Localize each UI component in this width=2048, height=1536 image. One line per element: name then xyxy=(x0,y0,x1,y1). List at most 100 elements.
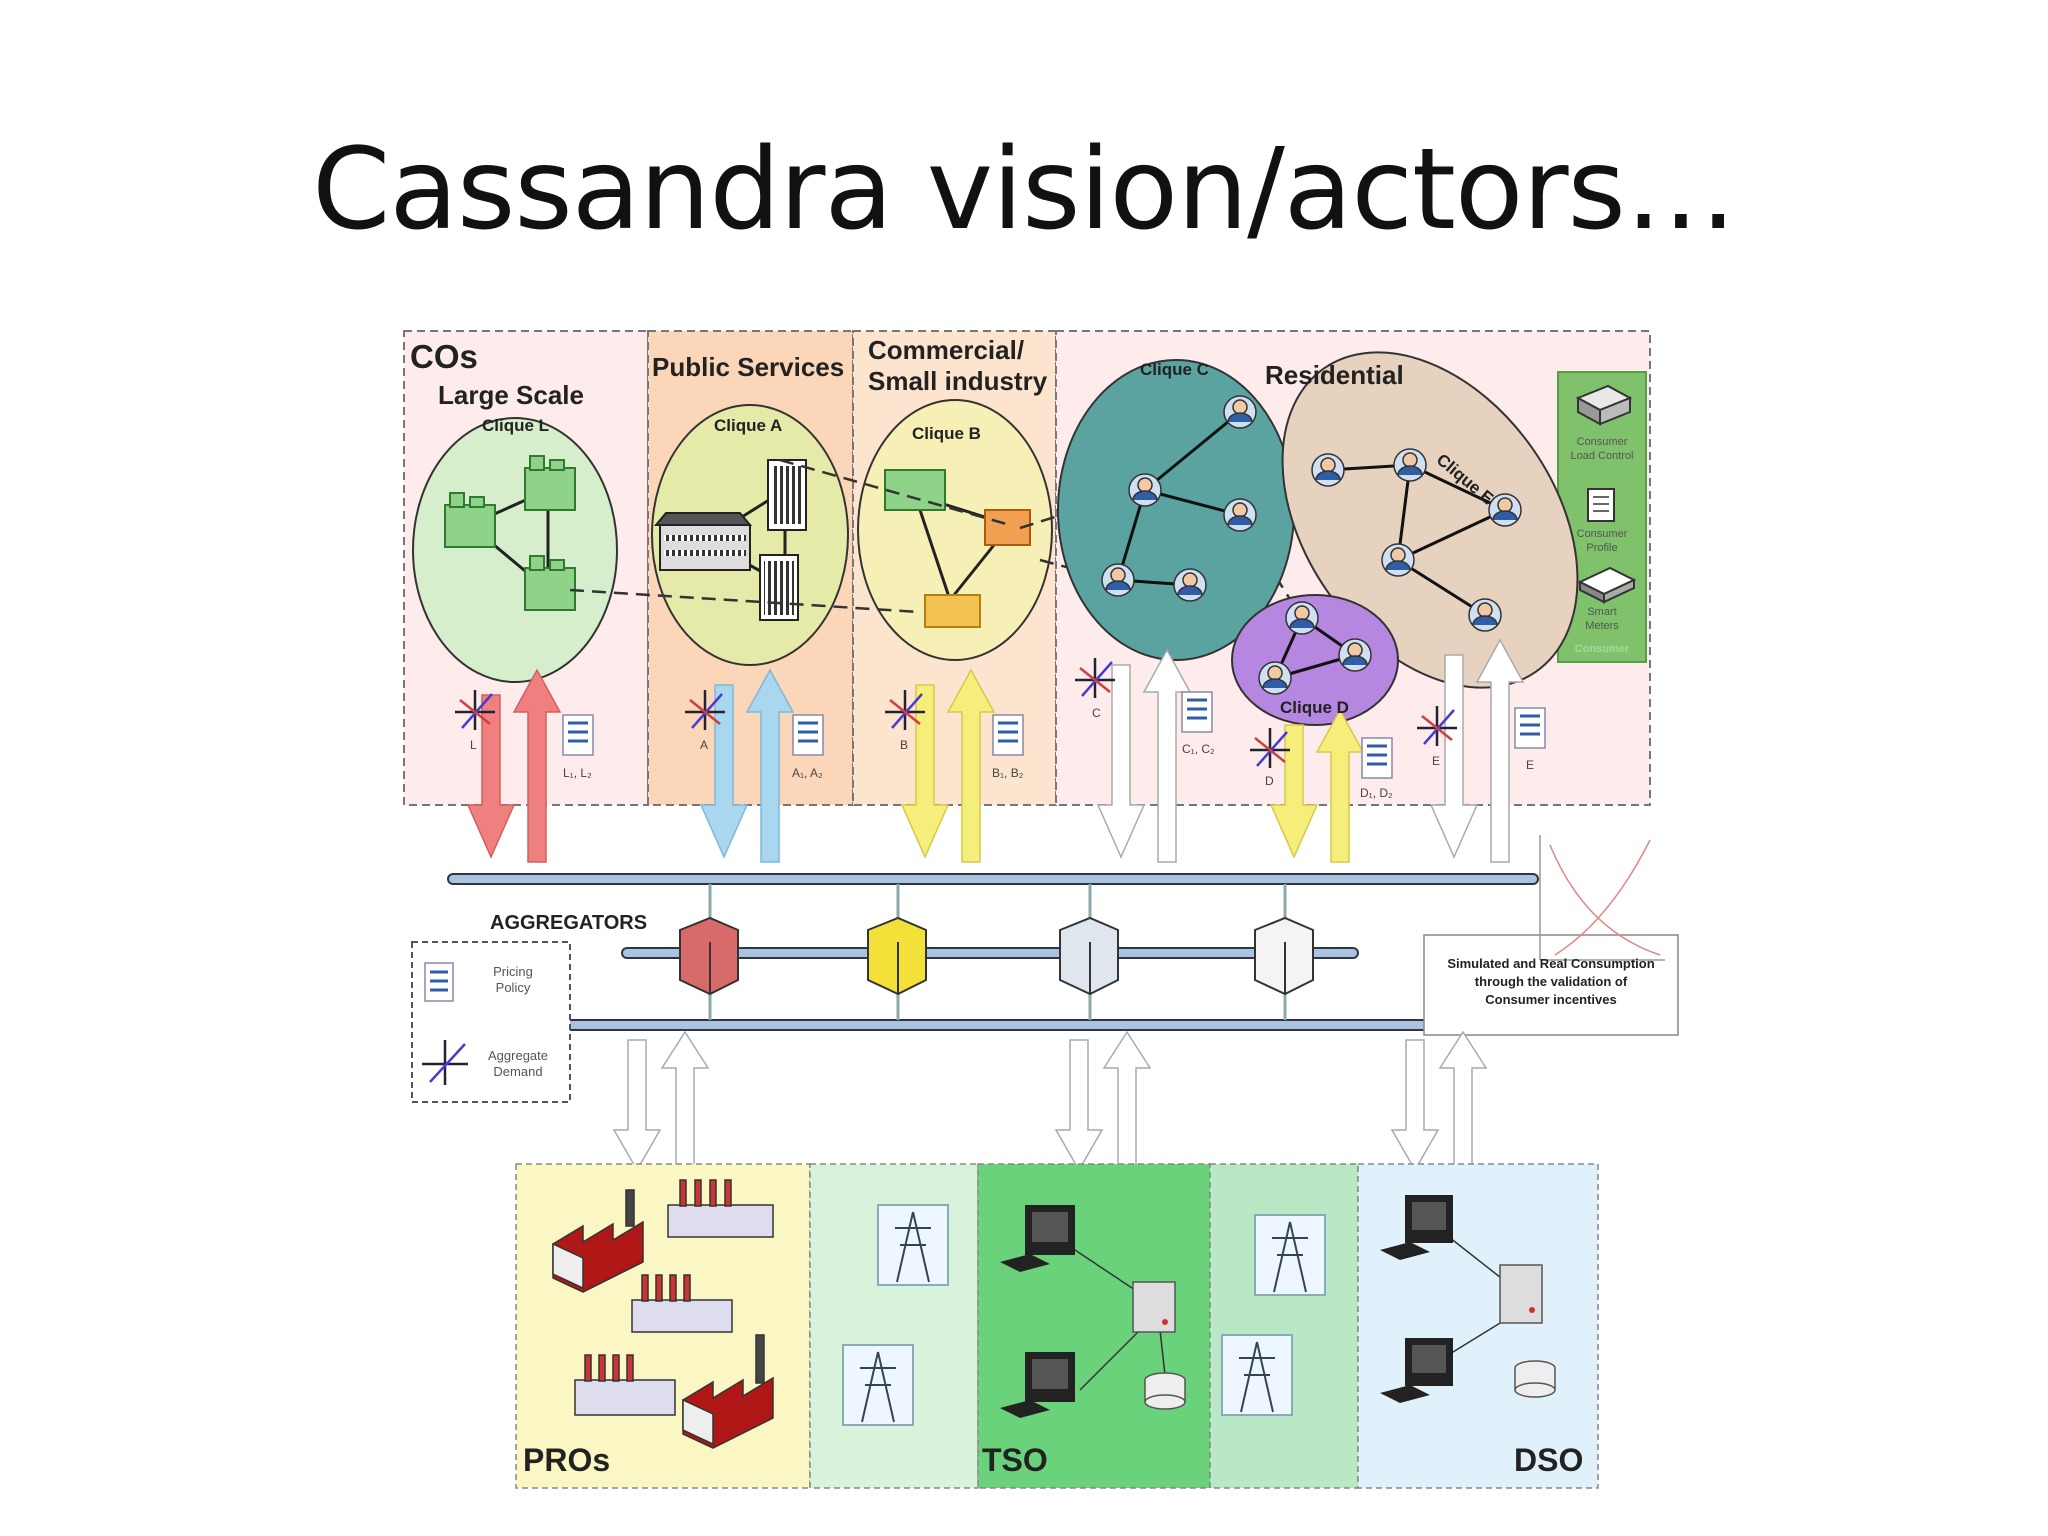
pylon-icons xyxy=(842,1204,1326,1426)
flow-arrows-top xyxy=(466,638,1525,863)
symbol-label-e2: E xyxy=(1526,758,1535,772)
arrow-up-white xyxy=(1142,648,1192,863)
label-commercial-1: Commercial/ xyxy=(868,335,1025,365)
aggregator-buses xyxy=(447,873,1541,1031)
symbol-label-d: D xyxy=(1265,774,1274,788)
legend-demand-1: Aggregate xyxy=(488,1048,548,1063)
arrow-up-white xyxy=(1102,1030,1152,1169)
database-icon xyxy=(1144,1372,1186,1410)
legend-demand-icon xyxy=(422,1040,468,1085)
label-meters-2: Meters xyxy=(1585,620,1619,632)
aggregator-server-white xyxy=(1254,916,1314,996)
arrow-down-yellow xyxy=(1269,724,1319,859)
clique-l xyxy=(412,417,618,683)
pros-factories xyxy=(552,1179,774,1449)
bottom-panels xyxy=(515,1163,1599,1489)
arrow-up-yellow xyxy=(1315,708,1365,863)
arrow-up-yellow xyxy=(946,668,996,863)
store-icon xyxy=(924,594,981,628)
power-plant-icon xyxy=(631,1274,733,1333)
server-icon xyxy=(1499,1264,1543,1324)
slide-title: Cassandra vision/actors… xyxy=(312,125,1737,255)
arrow-up-white xyxy=(660,1030,710,1169)
label-public-services: Public Services xyxy=(652,352,845,382)
label-consumer-footer: Consumer xyxy=(1574,643,1630,655)
demand-icon xyxy=(1417,706,1457,746)
person-icon xyxy=(1488,493,1522,527)
label-clique-b: Clique B xyxy=(912,424,981,443)
symbol-label-b-pair: B₁, B₂ xyxy=(992,766,1024,780)
label-clique-l: Clique L xyxy=(482,416,550,435)
aggregator-server-grey xyxy=(1059,916,1119,996)
symbol-label-c: C xyxy=(1092,706,1101,720)
server-icon xyxy=(1132,1281,1176,1333)
label-profile-2: Profile xyxy=(1586,542,1618,554)
legend-pricing-icon xyxy=(424,962,454,1002)
computer-icon xyxy=(1000,1205,1075,1272)
symbol-label-a: A xyxy=(700,738,709,752)
factory-red-icon xyxy=(682,1334,774,1449)
profile-icon xyxy=(1587,488,1615,522)
person-icon xyxy=(1173,568,1207,602)
aggregator-server-yellow xyxy=(867,916,927,996)
clique-a xyxy=(651,404,849,666)
arrow-up-blue xyxy=(745,668,795,863)
arrow-down-blue xyxy=(699,684,749,859)
simulation-note-line2: through the validation of xyxy=(1474,974,1628,989)
label-profile-1: Consumer xyxy=(1576,528,1628,540)
simulation-note-box xyxy=(1423,934,1679,1036)
bus-top xyxy=(447,873,1539,885)
person-icon xyxy=(1468,598,1502,632)
factory-red-icon xyxy=(552,1189,644,1293)
symbol-label-b: B xyxy=(900,738,909,752)
label-residential: Residential xyxy=(1265,360,1404,390)
pricing-doc-icon xyxy=(792,714,824,756)
person-icon xyxy=(1128,473,1162,507)
arrow-up-white xyxy=(1438,1030,1488,1169)
person-icon xyxy=(1338,638,1372,672)
dso-panel xyxy=(1357,1163,1599,1489)
person-icon xyxy=(1285,601,1319,635)
label-load-control-1: Consumer xyxy=(1576,436,1628,448)
aggregator-server-red xyxy=(679,916,739,996)
aggregate-demand-icons xyxy=(455,658,1457,768)
office-building-icon xyxy=(653,512,753,571)
pricing-doc-icon xyxy=(992,714,1024,756)
symbol-label-l-pair: L₁, L₂ xyxy=(563,766,592,780)
label-dso: DSO xyxy=(1514,1442,1584,1478)
legend-demand-2: Demand xyxy=(493,1064,543,1079)
label-tso: TSO xyxy=(982,1442,1048,1478)
label-pros: PROs xyxy=(523,1442,611,1478)
label-aggregators: AGGREGATORS xyxy=(490,912,648,934)
tso-network xyxy=(1000,1205,1186,1418)
aggregator-servers xyxy=(679,916,1314,996)
legend-pricing-2: Policy xyxy=(495,980,531,995)
symbol-label-c-pair: C₁, C₂ xyxy=(1182,742,1215,756)
arrow-down-white xyxy=(1390,1039,1440,1172)
symbol-label-d-pair: D₁, D₂ xyxy=(1360,786,1393,800)
pylon-icon xyxy=(1254,1214,1326,1296)
bus-bottom xyxy=(517,1019,1541,1031)
demand-icon xyxy=(885,690,925,730)
symbol-label-a-pair: A₁, A₂ xyxy=(792,766,823,780)
label-commercial-2: Small industry xyxy=(868,366,1048,396)
dso-network xyxy=(1380,1195,1556,1403)
arrow-down-white xyxy=(1429,654,1479,859)
simulation-note-line1: Simulated and Real Consumption xyxy=(1447,956,1655,971)
person-icon xyxy=(1311,453,1345,487)
person-icon xyxy=(1393,448,1427,482)
pylon-icon xyxy=(1221,1334,1293,1416)
arrow-down-red xyxy=(466,694,516,859)
arrow-down-white xyxy=(612,1039,662,1172)
pylon-icon xyxy=(877,1204,949,1286)
tower-block-icon xyxy=(759,554,799,621)
mini-curve-plot xyxy=(1539,835,1665,961)
computer-icon xyxy=(1380,1195,1453,1260)
bus-middle xyxy=(621,947,1359,959)
power-plant-icon xyxy=(667,1179,774,1238)
pricing-policy-icons xyxy=(562,691,1546,779)
pricing-doc-icon xyxy=(1514,707,1546,749)
label-large-scale: Large Scale xyxy=(438,380,584,410)
arrow-up-white xyxy=(1475,638,1525,863)
